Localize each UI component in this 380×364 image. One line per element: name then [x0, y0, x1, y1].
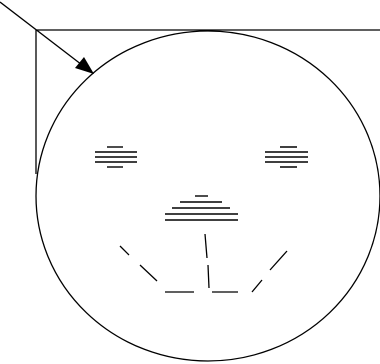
arrow-shaft	[0, 2, 86, 68]
pointer-arrow	[0, 2, 94, 74]
arrow-head	[75, 57, 94, 74]
